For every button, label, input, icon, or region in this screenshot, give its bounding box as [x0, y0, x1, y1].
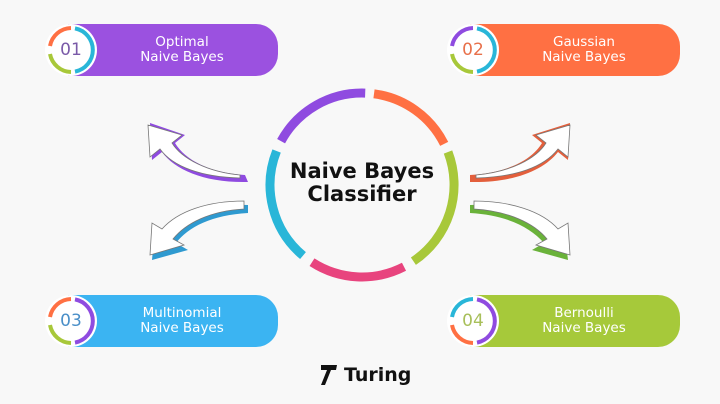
item-multinomial-naive-bayes: Multinomial Naive Bayes	[68, 295, 278, 347]
number-badge: 04	[447, 295, 499, 347]
arrow-up-left-icon	[147, 123, 248, 183]
number-badge: 03	[45, 295, 97, 347]
item-label-line2: Naive Bayes	[542, 320, 626, 336]
badge-number: 02	[462, 40, 484, 60]
item-label: Bernoulli Naive Bayes	[542, 306, 626, 336]
number-badge: 02	[447, 24, 499, 76]
item-label-line2: Naive Bayes	[542, 49, 626, 65]
arrow-down-left-icon	[149, 200, 248, 260]
center-title-line1: Naive Bayes	[289, 159, 435, 183]
arrow-down-right-icon	[470, 200, 571, 260]
badge-ring-icon	[48, 26, 95, 74]
badge-ring-icon	[48, 297, 95, 345]
item-label-line2: Naive Bayes	[140, 320, 224, 336]
number-badge: 01	[45, 24, 97, 76]
center-title: Naive Bayes Classifier	[272, 160, 452, 206]
ring-segment-pink	[309, 258, 407, 282]
badge-ring-icon	[450, 26, 497, 74]
ring-segment-green	[410, 150, 459, 265]
item-label: Gaussian Naive Bayes	[542, 35, 626, 65]
item-label-line1: Bernoulli	[554, 305, 614, 321]
item-bernoulli-naive-bayes: Bernoulli Naive Bayes	[470, 295, 680, 347]
badge-number: 01	[60, 40, 82, 60]
center-title-line2: Classifier	[307, 182, 417, 206]
item-label-line1: Gaussian	[553, 34, 615, 50]
turing-logo: Turing	[320, 364, 411, 386]
item-label-line1: Multinomial	[142, 305, 222, 321]
ring-segment-purple	[277, 88, 366, 144]
item-gaussian-naive-bayes: Gaussian Naive Bayes	[470, 24, 680, 76]
ring-segment-cyan	[265, 149, 306, 260]
badge-ring-icon	[450, 297, 497, 345]
item-label: Optimal Naive Bayes	[140, 35, 224, 65]
turing-logo-icon	[321, 365, 337, 385]
item-label: Multinomial Naive Bayes	[140, 306, 224, 336]
badge-number: 04	[462, 311, 484, 331]
item-optimal-naive-bayes: Optimal Naive Bayes	[68, 24, 278, 76]
arrow-up-right-icon	[470, 123, 571, 183]
item-label-line2: Naive Bayes	[140, 49, 224, 65]
ring-segment-orange	[373, 89, 449, 146]
item-label-line1: Optimal	[155, 34, 209, 50]
badge-number: 03	[60, 311, 82, 331]
logo-text: Turing	[344, 364, 412, 386]
